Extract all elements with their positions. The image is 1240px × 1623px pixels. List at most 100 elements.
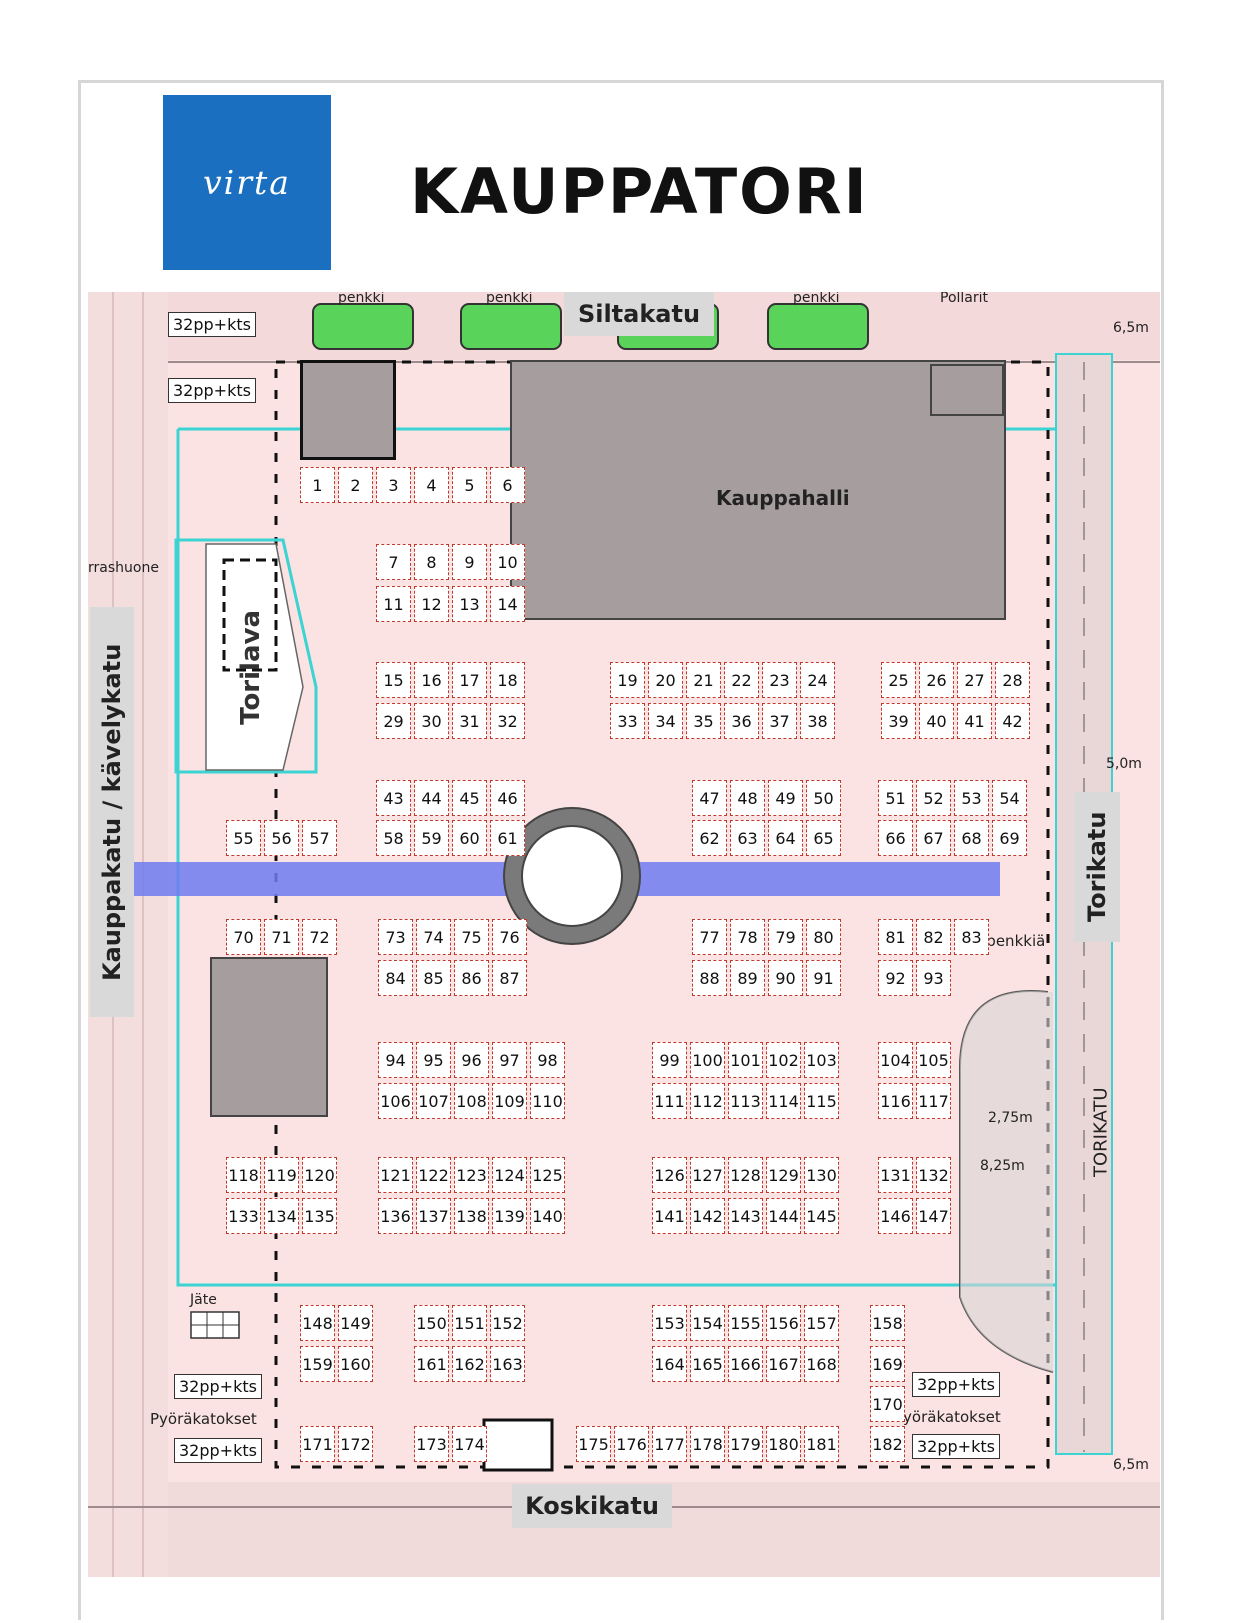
stall-29: 29 — [376, 703, 411, 739]
stall-172: 172 — [338, 1426, 373, 1462]
stall-157: 157 — [804, 1305, 839, 1341]
stall-115: 115 — [804, 1083, 839, 1119]
stall-167: 167 — [766, 1346, 801, 1382]
stall-156: 156 — [766, 1305, 801, 1341]
stall-166: 166 — [728, 1346, 763, 1382]
stall-124: 124 — [492, 1157, 527, 1193]
stall-2: 2 — [338, 467, 373, 503]
stall-76: 76 — [492, 919, 527, 955]
kauppakatu-label: Kauppakatu / kävelykatu — [90, 607, 134, 1017]
stall-106: 106 — [378, 1083, 413, 1119]
stall-45: 45 — [452, 780, 487, 816]
stall-19: 19 — [610, 662, 645, 698]
stall-38: 38 — [800, 703, 835, 739]
stall-69: 69 — [992, 820, 1027, 856]
stall-42: 42 — [995, 703, 1030, 739]
stall-34: 34 — [648, 703, 683, 739]
parking-label-3: 32pp+kts — [174, 1374, 262, 1399]
stall-138: 138 — [454, 1198, 489, 1234]
stall-102: 102 — [766, 1042, 801, 1078]
stall-48: 48 — [730, 780, 765, 816]
stall-75: 75 — [454, 919, 489, 955]
stall-58: 58 — [376, 820, 411, 856]
stall-72: 72 — [302, 919, 337, 955]
stall-20: 20 — [648, 662, 683, 698]
stall-137: 137 — [416, 1198, 451, 1234]
stall-23: 23 — [762, 662, 797, 698]
stall-132: 132 — [916, 1157, 951, 1193]
stall-80: 80 — [806, 919, 841, 955]
small-building-top — [300, 360, 396, 460]
stall-52: 52 — [916, 780, 951, 816]
parking-label-2: 32pp+kts — [168, 378, 256, 403]
torikatu-lower-label: TORIKATU — [1090, 1087, 1112, 1177]
stall-177: 177 — [652, 1426, 687, 1462]
stall-100: 100 — [690, 1042, 725, 1078]
stall-171: 171 — [300, 1426, 335, 1462]
stall-94: 94 — [378, 1042, 413, 1078]
stall-47: 47 — [692, 780, 727, 816]
stall-90: 90 — [768, 960, 803, 996]
stall-160: 160 — [338, 1346, 373, 1382]
stall-110: 110 — [530, 1083, 565, 1119]
stall-120: 120 — [302, 1157, 337, 1193]
stall-96: 96 — [454, 1042, 489, 1078]
torikatu-upper-label: Torikatu — [1074, 792, 1120, 942]
penkkia-label: 2 penkkiä — [972, 932, 1046, 950]
stall-85: 85 — [416, 960, 451, 996]
stall-39: 39 — [881, 703, 916, 739]
pollarit-label: Pollarit — [940, 292, 989, 306]
stall-129: 129 — [766, 1157, 801, 1193]
logo-text: virta — [203, 163, 291, 202]
stall-14: 14 — [490, 586, 525, 622]
stall-119: 119 — [264, 1157, 299, 1193]
stall-61: 61 — [490, 820, 525, 856]
stall-97: 97 — [492, 1042, 527, 1078]
stall-170: 170 — [870, 1386, 905, 1422]
stall-8: 8 — [414, 544, 449, 580]
stall-71: 71 — [264, 919, 299, 955]
stall-7: 7 — [376, 544, 411, 580]
stall-57: 57 — [302, 820, 337, 856]
stall-121: 121 — [378, 1157, 413, 1193]
stall-181: 181 — [804, 1426, 839, 1462]
measure-8-25m: 8,25m — [980, 1158, 1025, 1174]
stall-18: 18 — [490, 662, 525, 698]
stall-53: 53 — [954, 780, 989, 816]
stall-117: 117 — [916, 1083, 951, 1119]
kauppahalli-annex — [930, 364, 1004, 416]
stall-155: 155 — [728, 1305, 763, 1341]
stall-10: 10 — [490, 544, 525, 580]
stall-126: 126 — [652, 1157, 687, 1193]
stall-176: 176 — [614, 1426, 649, 1462]
stall-146: 146 — [878, 1198, 913, 1234]
stall-93: 93 — [916, 960, 951, 996]
stall-30: 30 — [414, 703, 449, 739]
stall-114: 114 — [766, 1083, 801, 1119]
stall-46: 46 — [490, 780, 525, 816]
stall-109: 109 — [492, 1083, 527, 1119]
stall-173: 173 — [414, 1426, 449, 1462]
stall-28: 28 — [995, 662, 1030, 698]
stall-130: 130 — [804, 1157, 839, 1193]
stall-108: 108 — [454, 1083, 489, 1119]
stall-25: 25 — [881, 662, 916, 698]
stall-174: 174 — [452, 1426, 487, 1462]
stall-1: 1 — [300, 467, 335, 503]
stall-31: 31 — [452, 703, 487, 739]
stall-112: 112 — [690, 1083, 725, 1119]
stall-6: 6 — [490, 467, 525, 503]
stall-128: 128 — [728, 1157, 763, 1193]
jate-label: Jäte — [190, 1292, 217, 1308]
stall-92: 92 — [878, 960, 913, 996]
stall-116: 116 — [878, 1083, 913, 1119]
stall-9: 9 — [452, 544, 487, 580]
stall-81: 81 — [878, 919, 913, 955]
stall-36: 36 — [724, 703, 759, 739]
stall-163: 163 — [490, 1346, 525, 1382]
stall-136: 136 — [378, 1198, 413, 1234]
measure-6-5m-top: 6,5m — [1113, 320, 1149, 336]
penkki-label-3: penkki — [793, 292, 840, 306]
siltakatu-label: Siltakatu — [564, 292, 714, 336]
stall-21: 21 — [686, 662, 721, 698]
